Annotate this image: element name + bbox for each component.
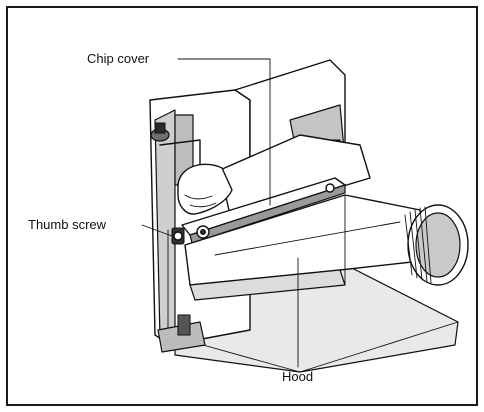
- hood: [184, 194, 469, 301]
- thumb-screw: [171, 227, 185, 245]
- chip-cover-label: Chip cover: [87, 51, 150, 66]
- leader-lines: [141, 58, 299, 368]
- chip-cover: [181, 177, 346, 244]
- thumb-screw-label: Thumb screw: [28, 217, 107, 232]
- thumb-screw-leader: [141, 224, 173, 237]
- hood-label: Hood: [282, 369, 313, 384]
